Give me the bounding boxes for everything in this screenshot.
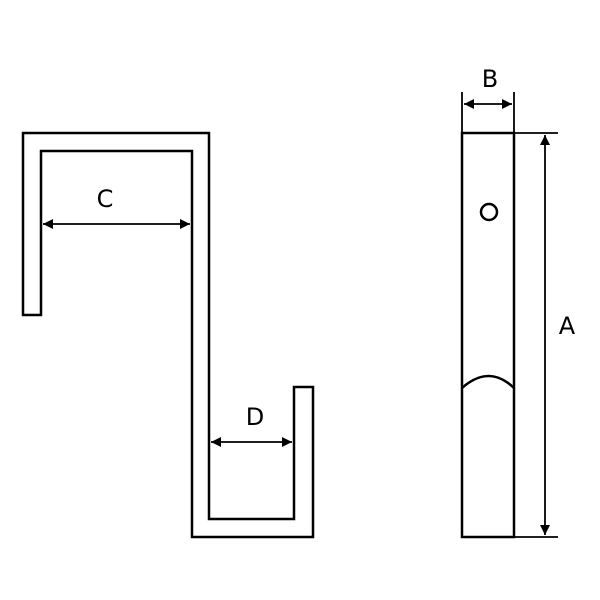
- dimension-c-label: C: [97, 185, 114, 213]
- dimension-a-label: A: [559, 312, 576, 340]
- dimension-d-label: D: [246, 403, 264, 431]
- bend-curve: [461, 374, 515, 389]
- hook-front-view: [460, 131, 516, 539]
- hook-side-profile: [21, 131, 315, 539]
- dimension-b-label: B: [482, 65, 498, 93]
- mounting-hole: [479, 202, 499, 222]
